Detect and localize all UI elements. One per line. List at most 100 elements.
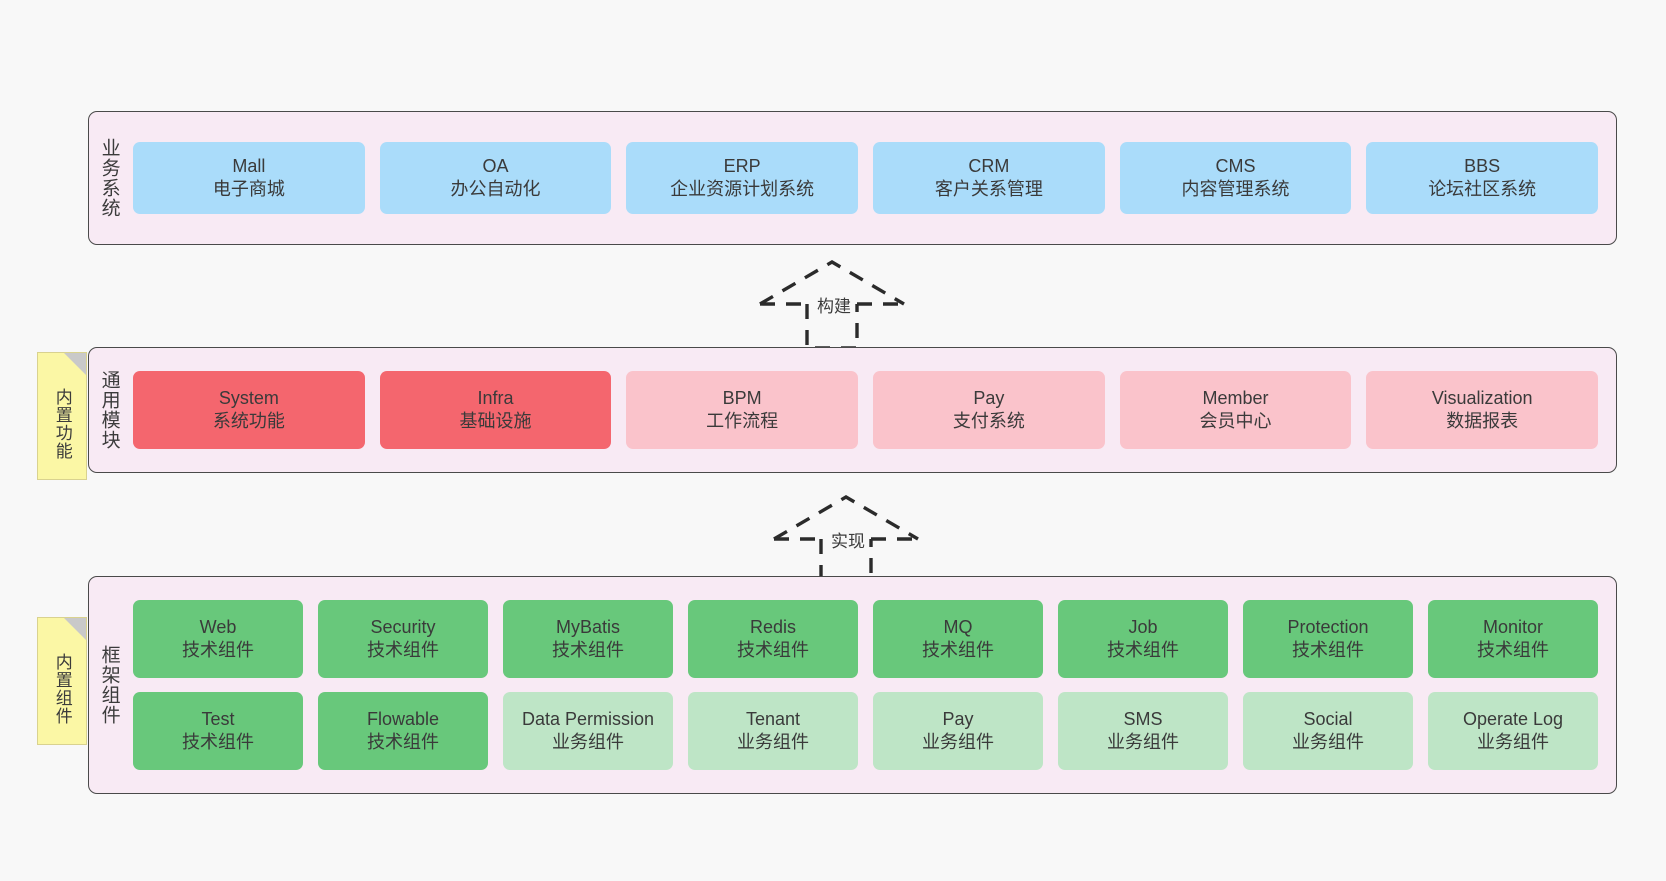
card-row: Mall 电子商城 OA 办公自动化 ERP 企业资源计划系统 CRM 客户关系… <box>133 142 1599 214</box>
card-title-cn: 电子商城 <box>212 179 285 199</box>
layer-body-framework: Web 技术组件 Security 技术组件 MyBatis 技术组件 Redi… <box>129 577 1616 793</box>
card-title-en: Mall <box>232 155 266 176</box>
card-mall[interactable]: Mall 电子商城 <box>133 142 365 214</box>
dashed-generalization-arrow-icon <box>759 260 905 350</box>
card-title-en: Member <box>1202 387 1269 408</box>
card-title-en: Pay <box>973 387 1005 408</box>
card-pay[interactable]: Pay 支付系统 <box>873 371 1105 449</box>
card-title-cn: 技术组件 <box>367 640 439 660</box>
card-title-cn: 技术组件 <box>737 640 809 660</box>
card-title-cn: 系统功能 <box>212 411 285 431</box>
card-title-cn: 业务组件 <box>737 732 809 752</box>
card-mybatis[interactable]: MyBatis 技术组件 <box>503 600 673 678</box>
card-title-cn: 客户关系管理 <box>934 179 1043 199</box>
card-title-en: CMS <box>1215 155 1256 176</box>
layer-title-framework: 框架组件 <box>98 645 120 725</box>
note-builtin-function: 内置功能 <box>37 352 87 480</box>
connector-label-build: 构建 <box>817 297 851 316</box>
card-row-technical: Web 技术组件 Security 技术组件 MyBatis 技术组件 Redi… <box>133 600 1598 678</box>
card-erp[interactable]: ERP 企业资源计划系统 <box>626 142 859 214</box>
card-title-en: System <box>218 387 279 408</box>
card-title-cn: 支付系统 <box>952 411 1025 431</box>
card-title-cn: 技术组件 <box>1107 640 1179 660</box>
note-fold-corner-icon <box>64 353 86 375</box>
card-title-en: Visualization <box>1431 387 1533 408</box>
dashed-generalization-arrow-icon <box>773 495 919 585</box>
card-system[interactable]: System 系统功能 <box>133 371 365 449</box>
card-title-en: Test <box>201 708 235 729</box>
card-security[interactable]: Security 技术组件 <box>318 600 488 678</box>
connector-label-implement: 实现 <box>831 532 865 551</box>
layer-body-common: System 系统功能 Infra 基础设施 BPM 工作流程 Pay 支付系统… <box>129 348 1616 472</box>
card-title-en: Monitor <box>1482 616 1544 637</box>
card-title-en: Operate Log <box>1462 708 1564 729</box>
card-title-cn: 业务组件 <box>552 732 624 752</box>
card-bpm[interactable]: BPM 工作流程 <box>626 371 859 449</box>
card-job[interactable]: Job 技术组件 <box>1058 600 1228 678</box>
card-visualization[interactable]: Visualization 数据报表 <box>1366 371 1599 449</box>
card-cms[interactable]: CMS 内容管理系统 <box>1119 142 1352 214</box>
card-title-en: CRM <box>968 155 1010 176</box>
card-title-cn: 工作流程 <box>706 411 779 431</box>
note-text: 内置组件 <box>52 653 72 725</box>
card-title-en: Flowable <box>366 708 440 729</box>
card-title-en: BPM <box>722 387 762 408</box>
card-tenant[interactable]: Tenant 业务组件 <box>688 692 858 770</box>
card-member[interactable]: Member 会员中心 <box>1119 371 1352 449</box>
card-operate-log[interactable]: Operate Log 业务组件 <box>1428 692 1598 770</box>
card-social[interactable]: Social 业务组件 <box>1243 692 1413 770</box>
layer-business-systems: 业务系统 Mall 电子商城 OA 办公自动化 ERP 企业资源计划系统 CRM… <box>88 111 1617 245</box>
card-row: System 系统功能 Infra 基础设施 BPM 工作流程 Pay 支付系统… <box>133 371 1599 449</box>
card-title-cn: 数据报表 <box>1446 411 1519 431</box>
card-title-cn: 技术组件 <box>552 640 624 660</box>
card-title-en: Social <box>1303 708 1353 729</box>
card-title-cn: 业务组件 <box>1292 732 1364 752</box>
card-data-permission[interactable]: Data Permission 业务组件 <box>503 692 673 770</box>
card-title-en: Web <box>199 616 237 637</box>
card-title-cn: 论坛社区系统 <box>1428 179 1537 199</box>
card-redis[interactable]: Redis 技术组件 <box>688 600 858 678</box>
card-oa[interactable]: OA 办公自动化 <box>379 142 612 214</box>
note-builtin-component: 内置组件 <box>37 617 87 745</box>
card-title-cn: 技术组件 <box>922 640 994 660</box>
card-sms[interactable]: SMS 业务组件 <box>1058 692 1228 770</box>
card-title-cn: 会员中心 <box>1199 411 1272 431</box>
card-pay-component[interactable]: Pay 业务组件 <box>873 692 1043 770</box>
layer-body-business: Mall 电子商城 OA 办公自动化 ERP 企业资源计划系统 CRM 客户关系… <box>129 112 1616 244</box>
card-title-cn: 内容管理系统 <box>1181 179 1290 199</box>
card-title-en: Pay <box>942 708 974 729</box>
card-title-en: Protection <box>1287 616 1369 637</box>
card-monitor[interactable]: Monitor 技术组件 <box>1428 600 1598 678</box>
card-title-en: Data Permission <box>521 708 655 729</box>
card-row-business: Test 技术组件 Flowable 技术组件 Data Permission … <box>133 692 1598 770</box>
connector-build: 构建 <box>752 256 912 351</box>
card-title-en: Infra <box>477 387 514 408</box>
card-crm[interactable]: CRM 客户关系管理 <box>873 142 1105 214</box>
layer-title-business: 业务系统 <box>98 138 120 218</box>
card-title-cn: 技术组件 <box>1477 640 1549 660</box>
card-title-cn: 业务组件 <box>1107 732 1179 752</box>
card-infra[interactable]: Infra 基础设施 <box>379 371 612 449</box>
card-flowable[interactable]: Flowable 技术组件 <box>318 692 488 770</box>
card-title-en: MQ <box>943 616 973 637</box>
card-title-en: OA <box>482 155 509 176</box>
card-title-cn: 技术组件 <box>1292 640 1364 660</box>
note-text: 内置功能 <box>52 388 72 460</box>
card-title-cn: 技术组件 <box>182 732 254 752</box>
card-title-en: Security <box>370 616 436 637</box>
card-protection[interactable]: Protection 技术组件 <box>1243 600 1413 678</box>
card-title-cn: 业务组件 <box>922 732 994 752</box>
card-title-cn: 技术组件 <box>182 640 254 660</box>
card-test[interactable]: Test 技术组件 <box>133 692 303 770</box>
card-title-en: Redis <box>749 616 797 637</box>
card-title-en: Tenant <box>745 708 801 729</box>
card-bbs[interactable]: BBS 论坛社区系统 <box>1366 142 1599 214</box>
layer-common-modules: 通用模块 System 系统功能 Infra 基础设施 BPM 工作流程 Pay… <box>88 347 1617 473</box>
note-fold-corner-icon <box>64 618 86 640</box>
layer-title-common: 通用模块 <box>98 370 120 450</box>
card-title-en: SMS <box>1123 708 1163 729</box>
card-mq[interactable]: MQ 技术组件 <box>873 600 1043 678</box>
card-web[interactable]: Web 技术组件 <box>133 600 303 678</box>
card-title-en: MyBatis <box>555 616 620 637</box>
card-title-en: Job <box>1128 616 1158 637</box>
